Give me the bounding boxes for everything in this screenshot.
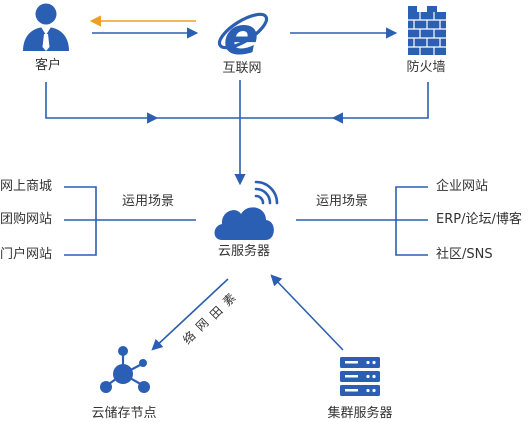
diagonal-char: 络 (179, 328, 198, 347)
left-scenario-bracket (64, 186, 196, 256)
client-label: 客户 (34, 58, 62, 73)
left-scenario-title: 运用场景 (121, 194, 175, 209)
internet-explorer-icon: e (217, 7, 269, 67)
firewall-down-line (331, 82, 429, 124)
client-down-line (45, 82, 159, 124)
diagonal-label: 素 网 田 络 (179, 291, 238, 347)
cloud-to-storage-arrow (151, 278, 229, 351)
storage-node-label: 云储存节点 (91, 406, 157, 421)
server-rack-icon (340, 357, 380, 396)
diagonal-char: 田 (207, 304, 225, 322)
right-scenario-title: 运用场景 (315, 194, 369, 209)
right-scenario-bracket (296, 186, 428, 256)
cluster-to-cloud-arrow (270, 274, 344, 351)
cloud-wifi-icon (214, 180, 279, 240)
left-scenario-item: 门户网站 (0, 247, 53, 262)
cluster-server-label: 集群服务器 (327, 406, 393, 421)
firewall-icon (408, 6, 446, 55)
left-scenario-item: 网上商城 (0, 179, 53, 194)
right-scenario-item: ERP/论坛/博客 (436, 212, 522, 227)
left-scenario-item: 团购网站 (0, 212, 53, 227)
network-nodes-icon (100, 346, 150, 393)
right-scenario-item: 社区/SNS (436, 247, 493, 262)
firewall-label: 防火墙 (406, 60, 446, 75)
diagonal-char: 网 (193, 316, 211, 334)
internet-label: 互联网 (222, 61, 262, 76)
right-scenario-item: 企业网站 (436, 179, 489, 194)
diagonal-char: 素 (220, 291, 238, 309)
cloud-server-label: 云服务器 (217, 244, 271, 259)
user-icon (23, 3, 69, 51)
